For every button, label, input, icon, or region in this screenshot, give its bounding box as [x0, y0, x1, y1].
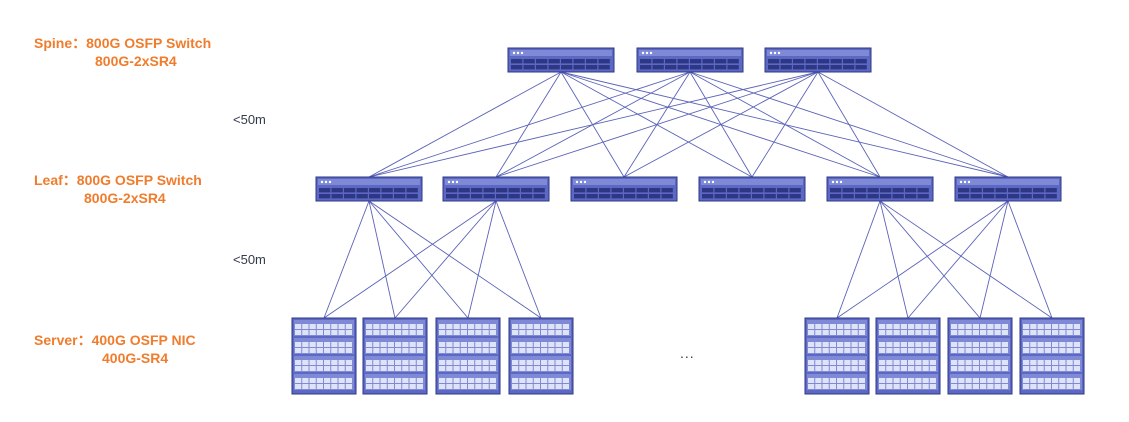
- more-servers-ellipsis: ...: [680, 345, 695, 361]
- leaf-switch-2: [442, 176, 550, 202]
- link-spine3-leaf4: [751, 71, 819, 178]
- devices-layer: [291, 47, 1085, 395]
- links-layer: [323, 71, 1053, 319]
- server-rack-1: [291, 317, 357, 395]
- link-leaf6-rack8: [1007, 200, 1053, 319]
- server-rack-3: [435, 317, 501, 395]
- spine-switch-1: [507, 47, 615, 73]
- link-leaf2-rack4: [495, 200, 542, 319]
- link-leaf6-rack5: [836, 200, 1009, 319]
- link-leaf5-rack7: [879, 200, 981, 319]
- link-leaf1-rack4: [368, 200, 542, 319]
- leaf-tier-name: Leaf：: [34, 172, 77, 188]
- link-spine3-leaf2: [495, 71, 819, 178]
- link-spine3-leaf1: [368, 71, 819, 178]
- server-rack-6: [875, 317, 941, 395]
- spine-switch-3: [764, 47, 872, 73]
- server-rack-2: [362, 317, 428, 395]
- spine-switch-2: [636, 47, 744, 73]
- spine-leaf-distance: <50m: [233, 112, 266, 127]
- leaf-module: 800G-2xSR4: [84, 190, 166, 206]
- server-tier-name: Server：: [34, 332, 92, 348]
- link-leaf5-rack8: [879, 200, 1053, 319]
- leaf-switch-5: [826, 176, 934, 202]
- server-rack-7: [947, 317, 1013, 395]
- leaf-switch-4: [698, 176, 806, 202]
- link-leaf5-rack6: [879, 200, 909, 319]
- server-rack-5: [804, 317, 870, 395]
- link-leaf5-rack5: [836, 200, 881, 319]
- leaf-server-distance: <50m: [233, 252, 266, 267]
- link-leaf2-rack1: [323, 200, 497, 319]
- leaf-switch-3: [570, 176, 678, 202]
- server-rack-4: [508, 317, 574, 395]
- spine-label: Spine：800G OSFP Switch 800G-2xSR4: [34, 34, 211, 70]
- link-leaf2-rack2: [394, 200, 497, 319]
- link-spine3-leaf6: [817, 71, 1009, 178]
- link-leaf1-rack2: [368, 200, 396, 319]
- link-leaf6-rack7: [979, 200, 1009, 319]
- server-label: Server：400G OSFP NIC 400G-SR4: [34, 331, 196, 367]
- link-spine3-leaf3: [623, 71, 819, 178]
- spine-device: 800G OSFP Switch: [86, 35, 212, 51]
- server-device: 400G OSFP NIC: [91, 332, 196, 348]
- leaf-switch-1: [315, 176, 423, 202]
- link-leaf1-rack1: [323, 200, 370, 319]
- spine-module: 800G-2xSR4: [95, 53, 177, 69]
- server-module: 400G-SR4: [102, 350, 169, 366]
- link-leaf6-rack6: [907, 200, 1009, 319]
- leaf-label: Leaf：800G OSFP Switch 800G-2xSR4: [34, 171, 202, 207]
- link-spine3-leaf5: [817, 71, 881, 178]
- leaf-device: 800G OSFP Switch: [76, 172, 202, 188]
- link-leaf2-rack3: [467, 200, 497, 319]
- link-spine2-leaf1: [368, 71, 691, 178]
- link-leaf1-rack3: [368, 200, 469, 319]
- leaf-switch-6: [954, 176, 1062, 202]
- link-spine1-leaf1: [368, 71, 562, 178]
- server-rack-8: [1019, 317, 1085, 395]
- spine-tier-name: Spine：: [34, 35, 87, 51]
